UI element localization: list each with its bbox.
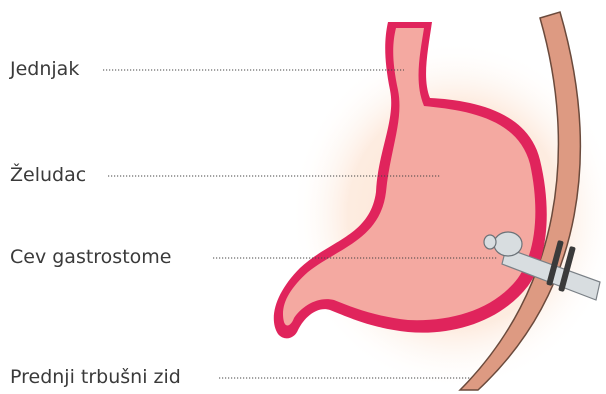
label-gastrostomy-tube: Cev gastrostome <box>10 248 171 267</box>
label-abdominal-wall: Prednji trbušni zid <box>10 368 181 387</box>
label-stomach: Želudac <box>10 166 86 185</box>
label-esophagus: Jednjak <box>10 60 79 79</box>
